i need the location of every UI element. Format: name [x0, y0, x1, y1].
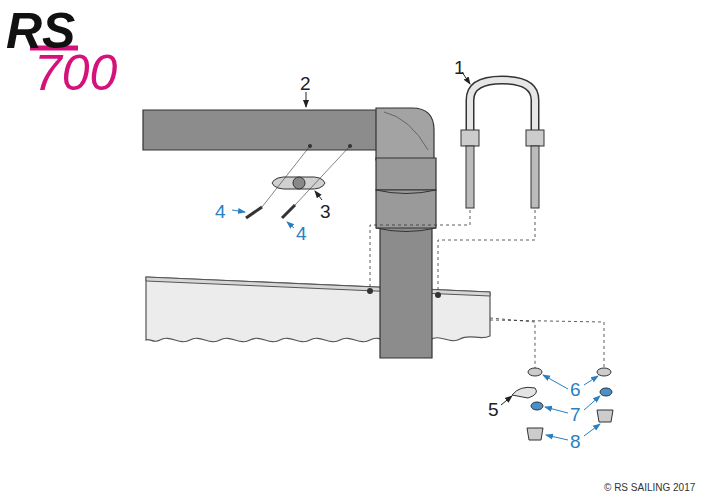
callout-number: 4	[296, 224, 307, 243]
hull-deck	[146, 277, 490, 342]
callout-number: 6	[570, 380, 581, 399]
logo-number: 700	[34, 48, 117, 98]
callout-number: 1	[454, 58, 465, 77]
callout-number: 2	[300, 74, 311, 93]
callout-number: 7	[570, 405, 581, 424]
callout-number: 5	[488, 400, 499, 419]
copyright-note: © RS SAILING 2017	[604, 483, 695, 493]
callout-number: 3	[320, 202, 331, 221]
callout-number: 8	[570, 432, 581, 451]
deck-fitting	[272, 177, 325, 189]
callout-number: 4	[215, 202, 226, 221]
tube	[143, 110, 380, 150]
